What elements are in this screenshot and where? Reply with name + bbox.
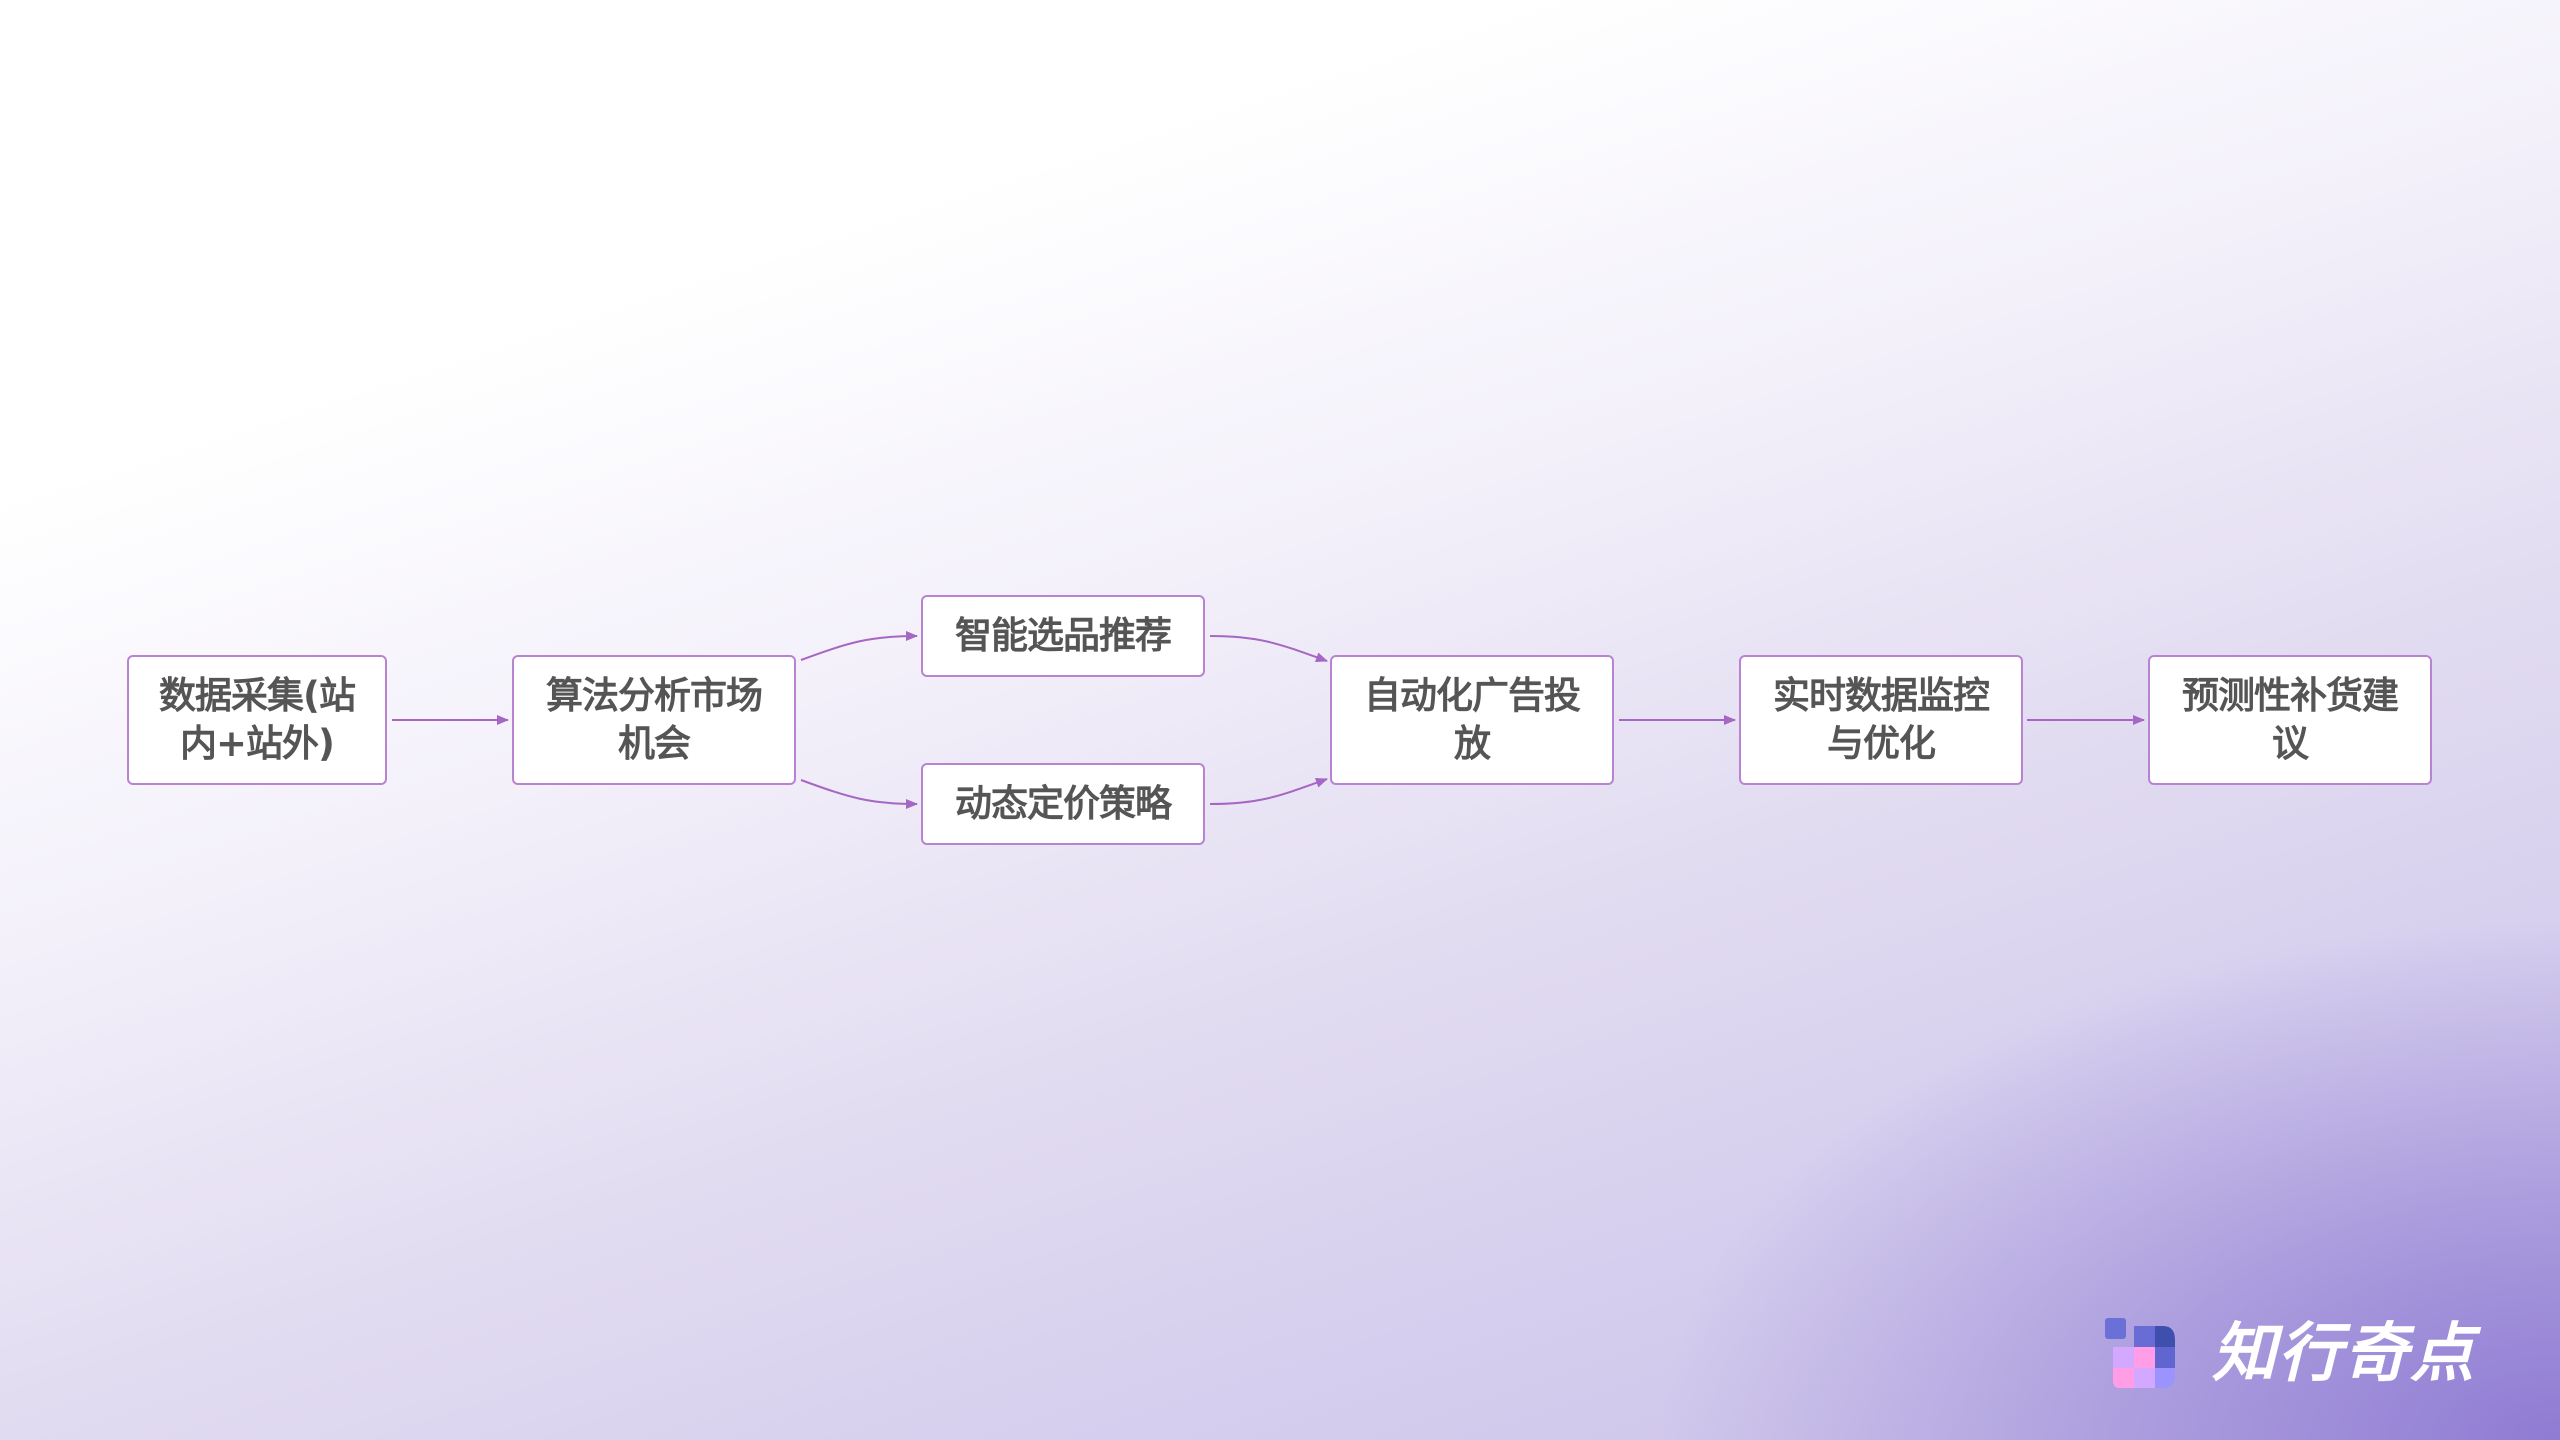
- node-automated-ads: 自动化广告投放: [1330, 655, 1614, 785]
- node-label-line1: 自动化广告投: [1364, 674, 1581, 717]
- node-label: 动态定价策略: [955, 782, 1172, 825]
- pixel-grid-logo-icon: [2105, 1318, 2175, 1388]
- node-predictive-restock: 预测性补货建议: [2148, 655, 2432, 785]
- node-label-line2: 放: [1454, 722, 1491, 765]
- node-label-line1: 预测性补货建: [2182, 674, 2399, 717]
- edge-n4-n5: [1209, 778, 1328, 805]
- node-data-collection: 数据采集(站内+站外): [127, 655, 387, 785]
- edge-n2-n4: [800, 779, 918, 809]
- node-algorithm-analysis: 算法分析市场机会: [512, 655, 796, 785]
- node-label-line2: 与优化: [1827, 722, 1936, 765]
- node-label-line1: 数据采集(站: [159, 674, 356, 717]
- node-label-line1: 实时数据监控: [1773, 674, 1990, 717]
- node-label-line2: 机会: [618, 722, 691, 765]
- node-label-line2: 内+站外): [180, 722, 335, 765]
- brand-logo: 知行奇点: [2100, 1312, 2520, 1402]
- brand-name: 知行奇点: [2212, 1317, 2476, 1391]
- edge-n2-n3: [800, 631, 918, 661]
- node-dynamic-pricing: 动态定价策略: [921, 763, 1205, 845]
- node-smart-product-selection: 智能选品推荐: [921, 595, 1205, 677]
- node-realtime-monitoring: 实时数据监控与优化: [1739, 655, 2023, 785]
- node-label-line2: 议: [2272, 722, 2309, 765]
- node-label: 智能选品推荐: [955, 614, 1172, 657]
- node-label-line1: 算法分析市场: [546, 674, 763, 717]
- edge-n3-n5: [1209, 635, 1328, 662]
